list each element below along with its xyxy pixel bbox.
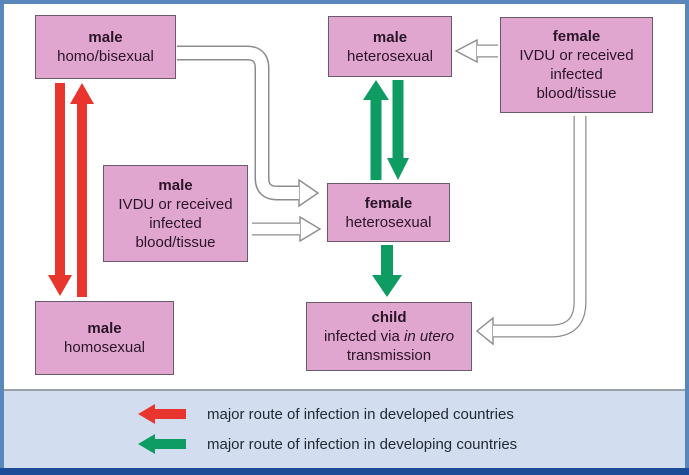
legend-band — [4, 389, 685, 468]
box-line: heterosexual — [347, 47, 433, 65]
box-line: homosexual — [64, 339, 145, 356]
red-arrow-up-head — [70, 83, 94, 104]
legend-label: major route of infection in developing c… — [207, 435, 518, 453]
legend-label: major route of infection in developed co… — [207, 405, 514, 423]
box-line: homo/bisexual — [57, 48, 154, 65]
outline-arrow-head — [298, 178, 320, 208]
outline-arrow-head — [299, 215, 322, 243]
red-arrow-up-shaft — [77, 104, 87, 297]
box-title: male — [87, 320, 122, 337]
box-child: child infected via in utero transmission — [306, 302, 472, 371]
box-title: female — [364, 194, 413, 212]
box-line: transmission — [346, 347, 432, 364]
red-arrow-down-head — [48, 275, 72, 296]
box-line: heterosexual — [345, 213, 432, 231]
box-female-ivdu: female IVDU or received infected blood/t… — [500, 17, 653, 113]
green-arrow-down-head — [387, 158, 409, 180]
box-line: blood/tissue — [135, 233, 216, 251]
green-arrow-up-shaft — [370, 100, 382, 180]
green-arrow-pair-malehetero-femalehetero — [363, 80, 409, 180]
box-line: infected — [550, 66, 603, 83]
box-male-homosexual: male homosexual — [35, 301, 174, 375]
outline-arrow-femaleivdu-to-child — [475, 116, 587, 346]
outline-arrow-tube-fill — [493, 116, 586, 337]
legend-item-developing: major route of infection in developing c… — [138, 433, 517, 455]
outline-arrow-femaleivdu-to-malehetero — [454, 38, 498, 64]
outline-arrow-tube — [493, 116, 587, 338]
box-title: male — [372, 28, 408, 46]
box-line: blood/tissue — [536, 85, 617, 102]
outline-arrow-head — [454, 38, 478, 64]
box-title: male — [88, 29, 123, 46]
box-male-ivdu: male IVDU or received infected blood/tis… — [103, 165, 248, 262]
box-line: IVDU or received — [118, 195, 233, 213]
box-line: infected via in utero — [324, 327, 454, 346]
green-arrow-femalehetero-to-child — [372, 245, 402, 297]
green-arrow-up-head — [363, 80, 389, 100]
green-legend-arrow-icon — [138, 434, 186, 454]
outline-arrow-head — [475, 316, 494, 346]
box-title: female — [552, 28, 601, 45]
bottom-accent-bar — [0, 468, 689, 475]
outline-arrow-maleivdu-to-femalehetero — [252, 215, 322, 243]
red-arrow-pair-homobisexual-homosexual — [48, 83, 94, 297]
box-male-homo-bisexual: male homo/bisexual — [35, 15, 176, 79]
box-title: male — [158, 176, 193, 194]
red-legend-arrow-icon — [138, 404, 186, 424]
green-arrow-down-shaft — [392, 80, 404, 158]
box-female-heterosexual: female heterosexual — [327, 183, 450, 242]
box-line: infected — [149, 214, 202, 232]
box-male-heterosexual: male heterosexual — [328, 16, 452, 77]
box-title: child — [371, 309, 407, 326]
legend-item-developed: major route of infection in developed co… — [138, 403, 514, 425]
green-arrow-head — [372, 275, 402, 297]
box-line: IVDU or received — [519, 47, 634, 64]
box-line-italic-text: in utero — [404, 328, 455, 345]
green-arrow-shaft — [381, 245, 393, 275]
red-arrow-down-shaft — [55, 83, 65, 275]
box-line-text: infected via — [323, 328, 404, 345]
